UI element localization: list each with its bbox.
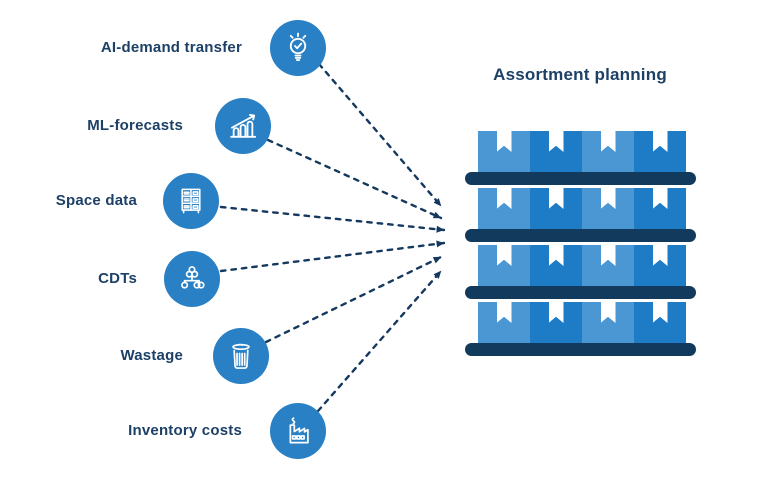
shelf-row	[478, 302, 686, 343]
shelf-bar	[465, 229, 696, 242]
connector-space-data	[219, 205, 446, 233]
box-ribbon-icon	[496, 302, 512, 323]
product-box	[634, 302, 686, 343]
circle-cdts	[164, 251, 220, 307]
product-box	[478, 188, 530, 229]
product-box	[634, 245, 686, 286]
connector-cdts	[219, 240, 446, 273]
shelf-bar	[465, 286, 696, 299]
shelf-bar	[465, 172, 696, 185]
product-box	[530, 131, 582, 172]
lightbulb-check-icon	[289, 32, 307, 61]
circle-wastage	[213, 328, 269, 384]
shelf-row	[478, 188, 686, 229]
box-ribbon-icon	[548, 188, 564, 209]
page-title: Assortment planning	[493, 65, 667, 84]
label-inventory-costs: Inventory costs	[128, 422, 242, 439]
product-box	[478, 302, 530, 343]
shelf-row	[478, 245, 686, 286]
connector-inventory-costs	[316, 269, 443, 413]
label-ai-demand-transfer: AI-demand transfer	[100, 39, 242, 56]
product-box	[582, 131, 634, 172]
box-ribbon-icon	[652, 245, 668, 266]
circle-ai-demand-transfer	[270, 20, 326, 76]
connector-ml-forecasts	[266, 138, 443, 220]
label-ml-forecasts: ML-forecasts	[87, 117, 183, 134]
box-ribbon-icon	[652, 131, 668, 152]
product-box	[634, 188, 686, 229]
factory-icon	[289, 417, 309, 444]
label-wastage: Wastage	[120, 347, 183, 364]
shelf-row	[478, 131, 686, 172]
box-ribbon-icon	[496, 131, 512, 152]
box-ribbon-icon	[496, 245, 512, 266]
trash-can-icon	[232, 343, 250, 369]
shelf-bar	[465, 343, 696, 356]
bar-chart-growth-icon	[230, 114, 257, 138]
product-box	[582, 245, 634, 286]
box-ribbon-icon	[652, 302, 668, 323]
box-ribbon-icon	[548, 245, 564, 266]
product-box	[634, 131, 686, 172]
product-box	[582, 188, 634, 229]
box-ribbon-icon	[652, 188, 668, 209]
shelf-rows	[465, 131, 696, 356]
product-box	[530, 188, 582, 229]
box-ribbon-icon	[496, 188, 512, 209]
product-box	[582, 302, 634, 343]
circle-ml-forecasts	[215, 98, 271, 154]
box-ribbon-icon	[600, 188, 616, 209]
product-box	[530, 302, 582, 343]
box-ribbon-icon	[600, 245, 616, 266]
label-cdts: CDTs	[98, 270, 137, 287]
circle-inventory-costs	[270, 403, 326, 459]
connector-wastage	[264, 255, 443, 344]
shelf-rack-icon	[181, 188, 201, 214]
decision-tree-icon	[181, 266, 205, 289]
box-ribbon-icon	[548, 302, 564, 323]
product-box	[530, 245, 582, 286]
connector-ai-demand	[317, 62, 443, 208]
box-ribbon-icon	[600, 131, 616, 152]
product-box	[478, 245, 530, 286]
label-space-data: Space data	[55, 192, 137, 209]
product-box	[478, 131, 530, 172]
circle-space-data	[163, 173, 219, 229]
box-ribbon-icon	[548, 131, 564, 152]
box-ribbon-icon	[600, 302, 616, 323]
